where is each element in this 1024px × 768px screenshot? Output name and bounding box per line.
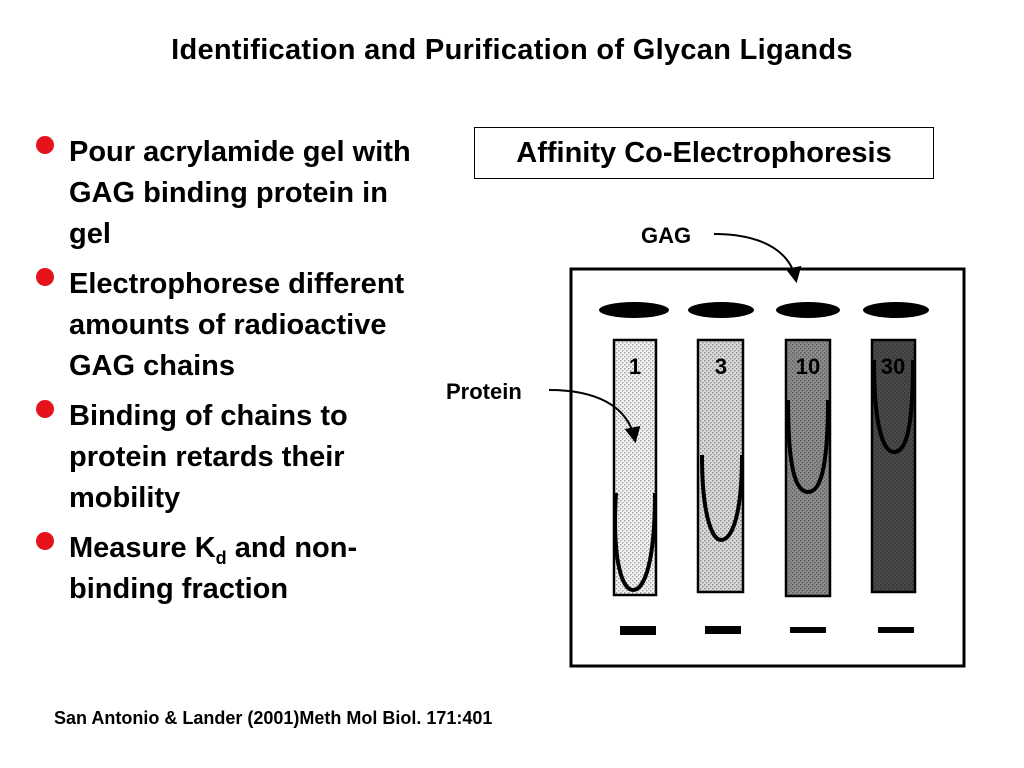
bullet-text: Electrophorese different amounts of radi… bbox=[69, 268, 405, 382]
bullet-text: Measure K bbox=[69, 532, 216, 564]
migration-curve bbox=[786, 399, 830, 495]
protein-arrow bbox=[548, 389, 641, 444]
lane-label: 1 bbox=[629, 354, 641, 379]
migration-curve bbox=[613, 492, 657, 593]
bullet-subscript: d bbox=[215, 548, 227, 568]
gag-well bbox=[688, 302, 754, 318]
gag-well bbox=[599, 302, 669, 318]
free-band bbox=[620, 626, 656, 635]
lane-label: 10 bbox=[796, 354, 820, 379]
bullet-dot-icon bbox=[36, 532, 54, 550]
bullet-dot-icon bbox=[36, 400, 54, 418]
free-band bbox=[790, 627, 826, 633]
free-band bbox=[705, 626, 741, 634]
method-label-box: Affinity Co-Electrophoresis bbox=[474, 127, 934, 179]
gel-frame bbox=[569, 267, 966, 668]
lane-texture bbox=[698, 340, 743, 592]
lane-label: 30 bbox=[881, 354, 905, 379]
citation: San Antonio & Lander (2001)Meth Mol Biol… bbox=[54, 708, 493, 728]
method-label: Affinity Co-Electrophoresis bbox=[516, 136, 892, 169]
lane-2: 3 bbox=[696, 338, 745, 634]
bullet-dot-icon bbox=[36, 136, 54, 154]
gag-label: GAG bbox=[641, 223, 691, 248]
bullet-text: Binding of chains to protein retards the… bbox=[69, 400, 348, 514]
free-band bbox=[878, 627, 914, 633]
bullet-item: Electrophorese different amounts of radi… bbox=[34, 264, 434, 387]
lane-4: 30 bbox=[870, 338, 917, 633]
bullet-text: Pour acrylamide gel with GAG binding pro… bbox=[69, 136, 411, 250]
slide-title: Identification and Purification of Glyca… bbox=[171, 34, 853, 66]
gag-well bbox=[776, 302, 840, 318]
bullet-item: Measure Kd and non-binding fraction bbox=[34, 528, 434, 610]
bullet-item: Binding of chains to protein retards the… bbox=[34, 396, 434, 519]
lane-label: 3 bbox=[715, 354, 727, 379]
gag-arrow bbox=[713, 233, 802, 284]
migration-curve bbox=[872, 359, 915, 455]
lane-3: 10 bbox=[784, 338, 832, 633]
migration-curve bbox=[700, 454, 744, 543]
lane-texture bbox=[614, 340, 656, 595]
bullet-text-suffix: and non-binding fraction bbox=[69, 532, 358, 605]
gag-well bbox=[863, 302, 929, 318]
lane-1: 1 bbox=[612, 338, 658, 635]
lane-texture bbox=[872, 340, 915, 592]
bullet-item: Pour acrylamide gel with GAG binding pro… bbox=[34, 132, 434, 255]
bullet-list: Pour acrylamide gel with GAG binding pro… bbox=[34, 132, 434, 619]
protein-label: Protein bbox=[446, 379, 522, 404]
bullet-dot-icon bbox=[36, 268, 54, 286]
